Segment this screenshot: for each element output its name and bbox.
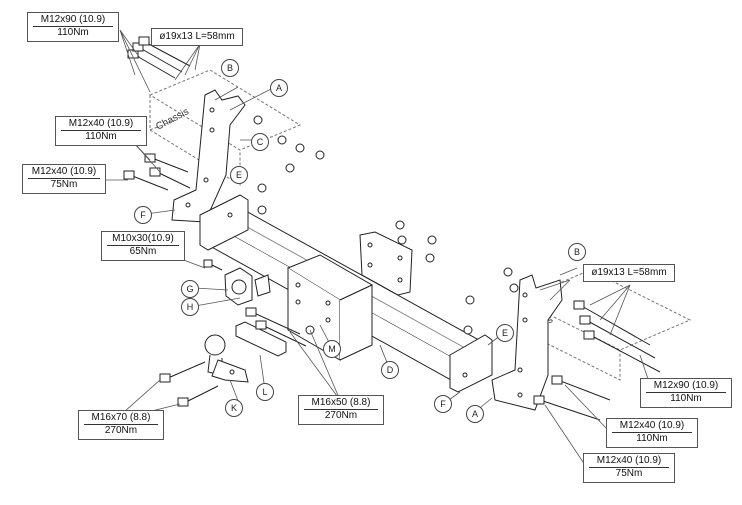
part-callout-m: M [323, 340, 341, 358]
rear-plate-hole [397, 255, 403, 261]
rear-plate-hole [367, 262, 373, 268]
bolts-right [503, 267, 661, 421]
bolts-left-middle [123, 153, 191, 191]
part-callout-e-right: E [496, 324, 514, 342]
tow-ball [204, 334, 226, 356]
spec-label: M12x90 (10.9) 110Nm [27, 12, 119, 42]
left-bracket-hole [209, 107, 215, 113]
torque-value: 110Nm [670, 393, 702, 404]
right-side-bracket [491, 274, 563, 411]
socket-plate [224, 267, 253, 306]
left-end-plate [199, 194, 249, 251]
left-side-bracket [171, 89, 246, 223]
torque-value: 110Nm [85, 131, 117, 142]
spec-label: ø19x13 L=58mm [583, 264, 675, 282]
part-callout-h: H [181, 298, 199, 316]
center-nuts [305, 220, 475, 335]
bolts-center-lower [159, 259, 307, 407]
center-bracket-hole [295, 299, 301, 305]
torque-value: 75Nm [615, 468, 643, 479]
end-plate-hole [462, 372, 468, 378]
part-callout-l: L [256, 383, 274, 401]
bolt-size: M16x70 (8.8) [84, 412, 158, 425]
part-callout-d: D [381, 361, 399, 379]
right-bracket-hole [517, 392, 523, 398]
spec-label: M12x40 (10.9) 110Nm [55, 116, 147, 146]
left-nuts [253, 115, 325, 215]
bolt-size: M12x40 (10.9) [589, 455, 669, 468]
pin-size: ø19x13 L=58mm [591, 267, 667, 278]
torque-value: 65Nm [129, 246, 157, 257]
socket-plate-tab [254, 274, 271, 297]
part-callout-f-right: F [434, 395, 452, 413]
torque-value: 110Nm [57, 27, 89, 38]
center-mount-bracket [286, 254, 374, 361]
spec-label: M12x40 (10.9) 110Nm [606, 418, 698, 448]
right-bracket-hole [522, 292, 528, 298]
center-bracket-hole [325, 300, 331, 306]
center-bracket-hole [295, 282, 301, 288]
part-callout-f: F [134, 206, 152, 224]
socket-plate-center [231, 279, 247, 295]
part-callout-k: K [225, 399, 243, 417]
spec-label: M12x90 (10.9) 110Nm [640, 378, 732, 408]
bolt-size: M12x40 (10.9) [61, 118, 141, 131]
spacer-plate [235, 321, 287, 357]
torque-value: 270Nm [324, 410, 358, 421]
spec-label: M16x70 (8.8) 270Nm [78, 410, 164, 440]
spec-label: M12x40 (10.9) 75Nm [22, 164, 106, 194]
part-callout-b-right: B [568, 243, 586, 261]
bolt-size: M12x40 (10.9) [612, 420, 692, 433]
center-bracket-hole [325, 317, 331, 323]
part-callout-c: C [251, 133, 269, 151]
bolt-size: M12x90 (10.9) [33, 14, 113, 27]
right-end-plate [449, 334, 493, 393]
left-bracket-hole [209, 127, 215, 133]
left-bracket-hole [185, 202, 191, 208]
rear-plate-hole [397, 277, 403, 283]
torque-value: 110Nm [636, 433, 668, 444]
part-callout-e: E [230, 166, 248, 184]
bolt-size: M10x30(10.9) [107, 233, 179, 246]
rear-clamp-plate [359, 231, 413, 296]
right-bracket-hole [517, 367, 523, 373]
rear-plate-hole [367, 242, 373, 248]
torque-value: 75Nm [50, 179, 78, 190]
part-callout-b: B [221, 59, 239, 77]
left-bracket-hole [203, 177, 209, 183]
left-chassis-label: Chassis [154, 106, 191, 132]
spec-label: M10x30(10.9) 65Nm [101, 231, 185, 261]
spec-label: ø19x13 L=58mm [151, 28, 243, 46]
bolt-size: M16x50 (8.8) [304, 397, 378, 410]
spec-label: M12x40 (10.9) 75Nm [583, 453, 675, 483]
part-callout-a: A [270, 79, 288, 97]
torque-value: 270Nm [104, 425, 138, 436]
end-plate-hole [227, 212, 233, 218]
bolt-size: M12x40 (10.9) [28, 166, 100, 179]
spec-label: M16x50 (8.8) 270Nm [298, 395, 384, 425]
part-callout-g: G [181, 280, 199, 298]
bolts-left-upper [127, 36, 191, 79]
pin-size: ø19x13 L=58mm [159, 31, 235, 42]
right-bracket-hole [522, 317, 528, 323]
tow-ball-flange-hole [229, 369, 235, 375]
part-callout-a-right: A [466, 405, 484, 423]
bolt-size: M12x90 (10.9) [646, 380, 726, 393]
